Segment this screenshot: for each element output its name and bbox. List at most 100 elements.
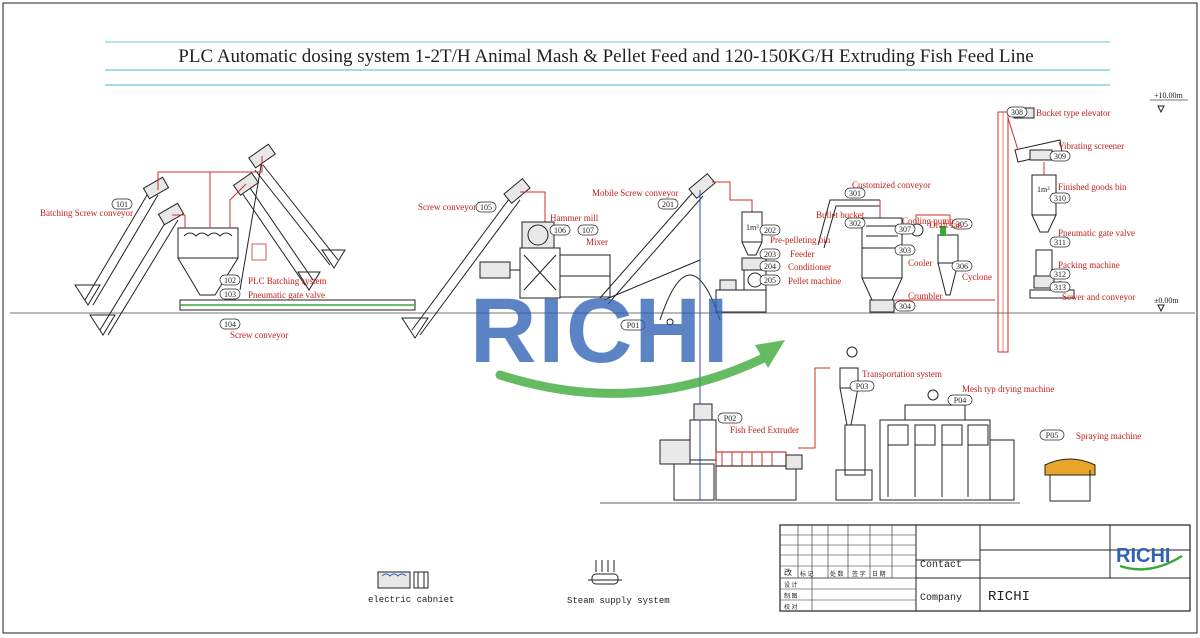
equipment-number-306: 306 [956, 262, 968, 271]
equipment-badge-305 [951, 218, 973, 230]
equipment-number-311: 311 [1054, 238, 1066, 247]
svg-text:1m³: 1m³ [746, 223, 759, 232]
pre-pelleting-bin-202: 1m³ [741, 211, 763, 256]
equipment-number-309: 309 [1054, 152, 1066, 161]
equipment-label-104: Screw conveyor [230, 330, 288, 340]
equipment-badge-312 [1049, 268, 1071, 280]
company-label: Company [920, 593, 962, 604]
equipment-badge-104 [219, 318, 241, 330]
equipment-number-107: 107 [582, 226, 594, 235]
equipment-label-204: Conditioner [788, 262, 831, 272]
customized-conveyor-301 [817, 199, 880, 246]
equipment-badge-105 [475, 201, 497, 213]
equipment-badge-313 [1049, 281, 1071, 293]
equipment-badge-p01 [620, 319, 646, 331]
equipment-label-201: Mobile Screw conveyor [592, 188, 678, 198]
equipment-number-304: 304 [899, 302, 911, 311]
svg-text:RICHI: RICHI [470, 280, 730, 382]
row-check: 校 对 [784, 603, 798, 611]
richi-logo: RICHI [1116, 545, 1183, 571]
equipment-number-312: 312 [1054, 270, 1066, 279]
batching-screw-conveyor-101 [74, 176, 185, 336]
header-cell-sign: 签 字 [852, 570, 866, 578]
equipment-badge-308 [1006, 106, 1028, 118]
equipment-number-102: 102 [224, 276, 236, 285]
equipment-badge-102 [219, 274, 241, 286]
fish-feed-section [600, 318, 1096, 504]
equipment-label-307: Cooling pump [902, 216, 954, 226]
ground-level-marker [1157, 304, 1165, 313]
top-level-label: +10.00m [1154, 91, 1184, 100]
pelleting-section: 1m³ [599, 172, 767, 500]
batching-screw-conveyor-right [232, 143, 346, 291]
equipment-number-104: 104 [224, 320, 236, 329]
crumbler-304 [869, 299, 895, 313]
equipment-label-311: Pneumatic gate valve [1058, 228, 1135, 238]
equipment-number-101: 101 [116, 200, 128, 209]
row-design: 设 计 [784, 581, 798, 589]
equipment-label-309: Vibrating screener [1058, 141, 1124, 151]
equipment-number-307: 307 [899, 225, 911, 234]
equipment-number-203: 203 [764, 250, 776, 259]
equipment-number-103: 103 [224, 290, 236, 299]
equipment-number-201: 201 [662, 200, 674, 209]
equipment-badge-103 [219, 288, 241, 300]
equipment-badge-302 [844, 217, 866, 229]
mixer-107 [479, 254, 611, 298]
cooling-section: 1m³ [817, 107, 1075, 353]
equipment-number-310: 310 [1054, 194, 1066, 203]
equipment-label-101: Batching Screw conveyor [40, 208, 133, 218]
equipment-label-105: Screw conveyor [418, 202, 476, 212]
page-title: PLC Automatic dosing system 1-2T/H Anima… [178, 46, 1033, 67]
p01-node [666, 318, 674, 326]
equipment-badge-202 [759, 224, 781, 236]
equipment-label-308: Bucket type elevator [1036, 108, 1110, 118]
ground-level-label: ±0.00m [1154, 296, 1179, 305]
equipment-badge-p03 [849, 380, 875, 392]
equipment-badge-p05 [1039, 429, 1065, 441]
mesh-drying-machine-p04 [879, 389, 1015, 501]
legend-electric-cabinet: electric cabniet [368, 571, 454, 605]
equipment-label-301: Customized conveyor [852, 180, 931, 190]
equipment-badge-303 [894, 244, 916, 256]
equipment-label-102: PLC Batching system [248, 276, 327, 286]
equipment-label-103: Pneumatic gate valve [248, 290, 325, 300]
equipment-badge-106 [549, 224, 571, 236]
equipment-number-313: 313 [1054, 283, 1066, 292]
equipment-label-p02: Fish Feed Extruder [730, 425, 799, 435]
equipment-label-306: Cyclone [962, 272, 992, 282]
equipment-number-106: 106 [554, 226, 566, 235]
equipment-label-202: Pre-pelleting bin [770, 235, 831, 245]
finished-goods-bin-310: 1m³ [1031, 174, 1057, 233]
equipment-badge-p02 [717, 412, 743, 424]
batching-section [74, 143, 611, 339]
equipment-number-303: 303 [899, 246, 911, 255]
equipment-number-308: 308 [1011, 108, 1023, 117]
header-cell-date: 日 期 [872, 570, 886, 578]
equipment-number-205: 205 [764, 276, 776, 285]
equipment-badge-204 [759, 260, 781, 272]
contact-label: Contact [920, 560, 962, 571]
mobile-screw-conveyor-201 [599, 172, 716, 305]
cyclone-306 [937, 226, 959, 296]
revision-label: 改 [784, 567, 792, 577]
equipment-number-302: 302 [849, 219, 861, 228]
equipment-badge-310 [1049, 192, 1071, 204]
header-cell-count: 处 数 [830, 570, 844, 578]
row-drawing: 制 图 [784, 592, 798, 600]
equipment-badge-309 [1049, 150, 1071, 162]
equipment-badge-p04 [947, 394, 973, 406]
equipment-label-p04: Mesh typ drying machine [962, 384, 1054, 394]
equipment-label-302: Bullet bucket [816, 210, 865, 220]
company-value: RICHI [988, 589, 1030, 605]
equipment-badge-203 [759, 248, 781, 260]
equipment-badge-311 [1049, 236, 1071, 248]
equipment-label-312: Packing machine [1058, 260, 1120, 270]
cooler-303 [861, 217, 903, 313]
fish-feed-extruder-p02 [659, 367, 830, 501]
equipment-badge-301 [844, 187, 866, 199]
equipment-number-305: 305 [956, 220, 968, 229]
equipment-label-313: Sewer and conveyor [1062, 292, 1135, 302]
